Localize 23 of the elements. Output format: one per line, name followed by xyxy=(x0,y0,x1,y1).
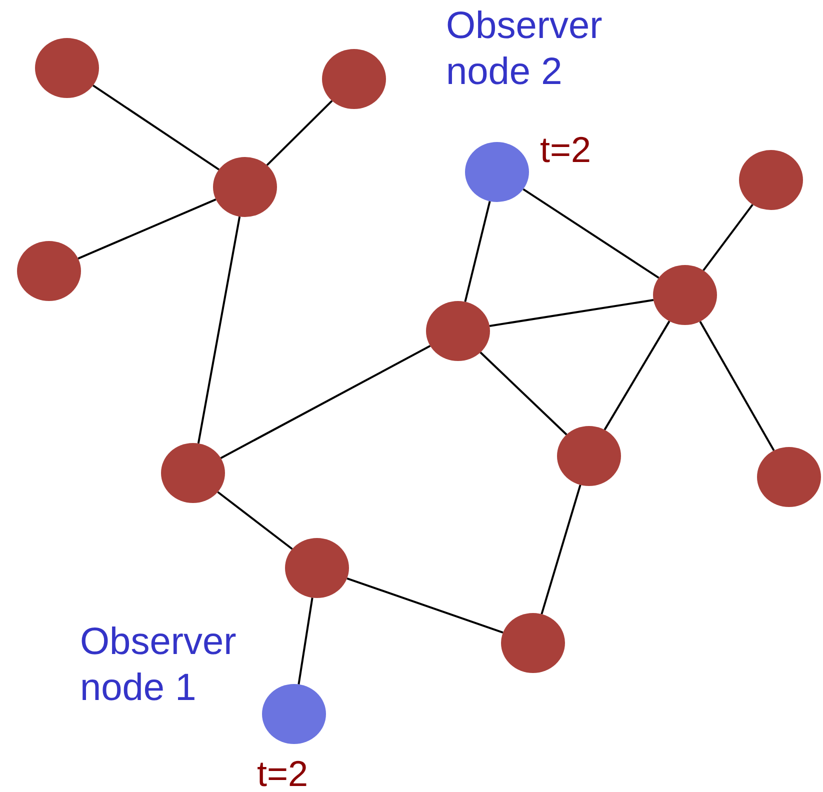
connector-line xyxy=(699,320,775,452)
connector-line xyxy=(702,204,754,272)
connector-line xyxy=(480,352,568,436)
connector-line xyxy=(197,216,241,444)
connector-line xyxy=(217,491,293,550)
time-label: t=2 xyxy=(257,752,310,792)
network-node xyxy=(426,301,490,361)
connector-line xyxy=(266,100,333,166)
connector-line xyxy=(298,598,314,684)
connector-line xyxy=(220,345,431,459)
connector-line xyxy=(346,577,504,634)
network-node xyxy=(653,265,717,325)
connector-line xyxy=(92,84,220,170)
connector-line xyxy=(604,320,670,430)
time-label: t=2 xyxy=(540,128,592,172)
network-node xyxy=(213,157,277,217)
connector-line xyxy=(489,299,654,327)
connector-line xyxy=(78,198,216,260)
connector-line xyxy=(464,201,491,302)
observer-label: Observer node 1 xyxy=(80,620,238,711)
connector-line xyxy=(540,484,582,614)
observer-label: Observer node 2 xyxy=(446,4,604,95)
connector-line xyxy=(522,188,660,279)
